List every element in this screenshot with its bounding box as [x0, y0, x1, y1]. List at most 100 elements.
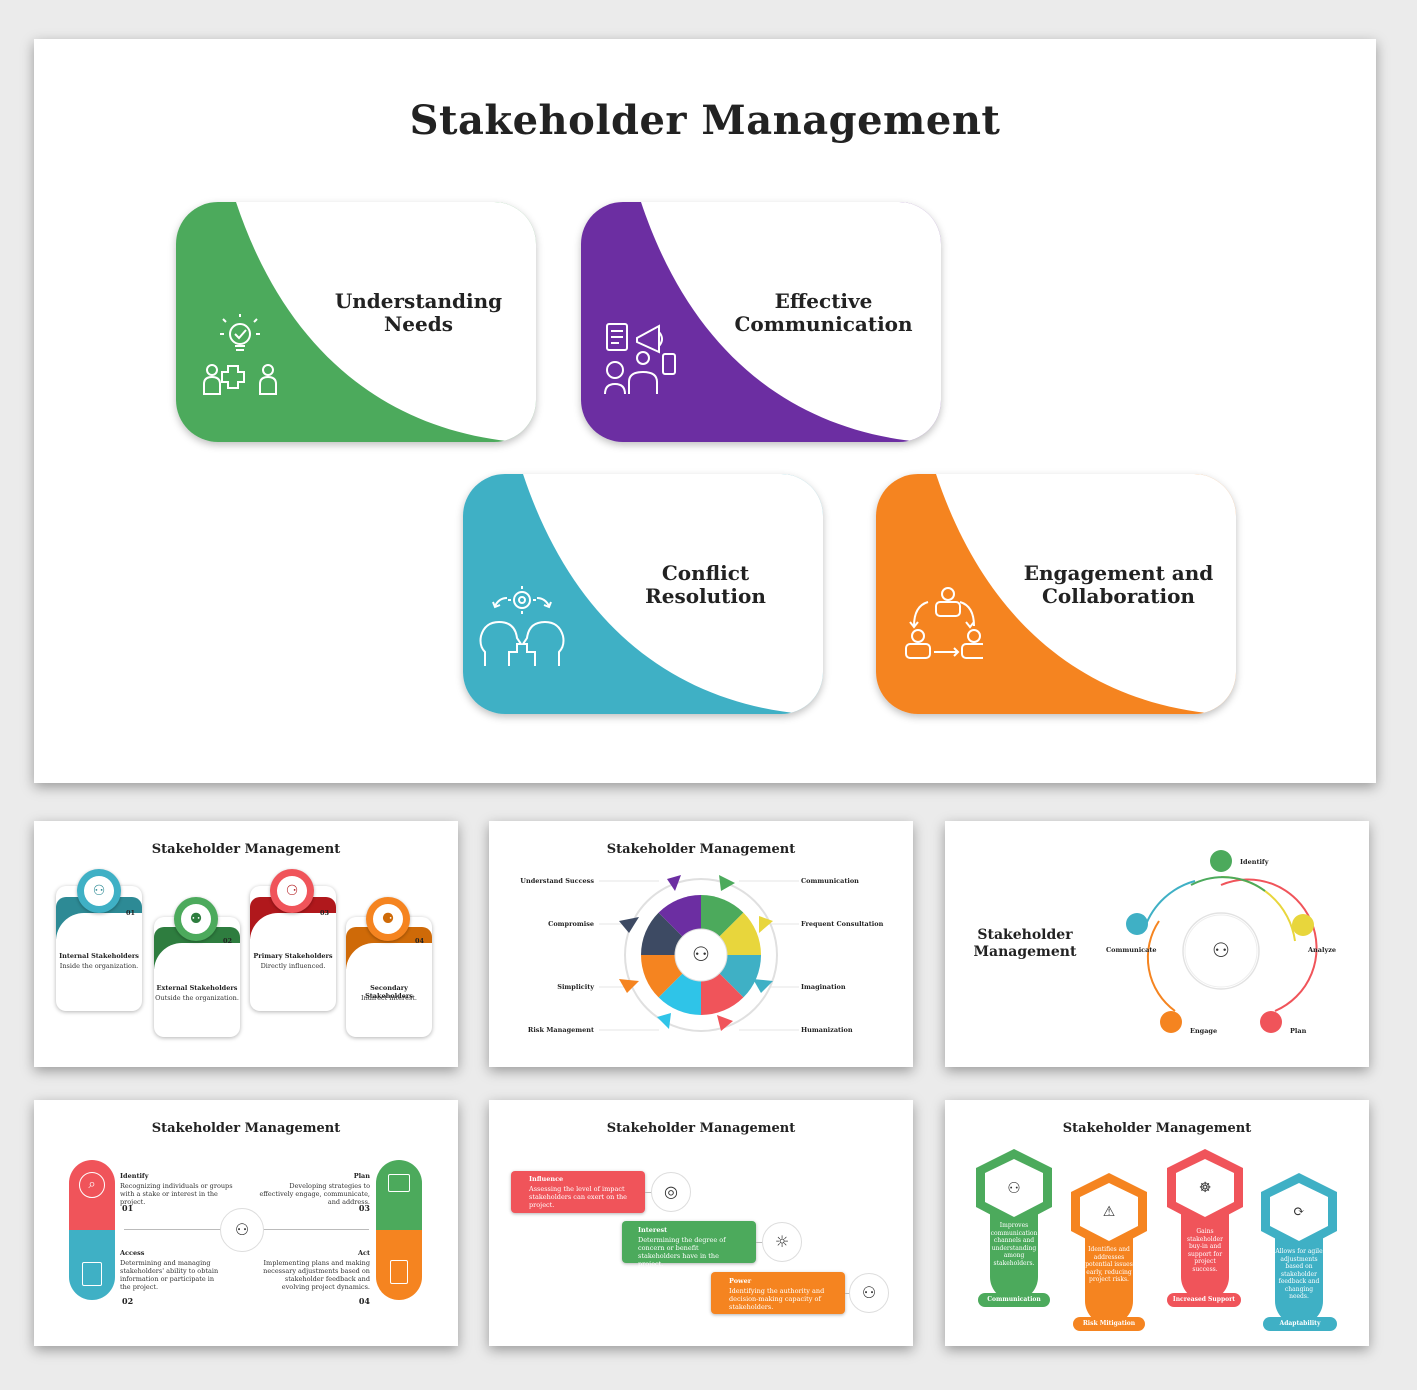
- principles-wheel: [599, 875, 799, 1032]
- support-hand-icon: ☸: [1198, 1180, 1212, 1196]
- card-bg: [463, 474, 823, 714]
- network-icon: ⚇: [84, 876, 114, 906]
- card-number: 03: [320, 909, 330, 917]
- principle-label-left: Simplicity: [557, 983, 594, 991]
- card-tab-cover: [250, 913, 336, 941]
- card-title: Understanding Needs: [306, 290, 531, 336]
- card-understanding-needs: Understanding Needs: [176, 202, 536, 442]
- card-desc: Directly influenced.: [260, 962, 326, 970]
- adapt-cycle-icon: ⟳: [1293, 1204, 1305, 1220]
- thumb-stakeholder-types: Stakeholder Management ⚇ 01 Internal Sta…: [34, 821, 458, 1067]
- card-title: Conflict Resolution: [593, 562, 818, 608]
- thumb-title: Stakeholder Management: [151, 1121, 341, 1136]
- interest-icon: ☼: [762, 1222, 802, 1262]
- card-title: External Stakeholders: [156, 984, 238, 992]
- card-bg: [581, 202, 941, 442]
- card-tab-cover: [154, 943, 240, 971]
- card-desc: Indirect interest.: [361, 994, 417, 1002]
- principle-label-right: Communication: [801, 877, 859, 885]
- collaboration-cycle-icon: [905, 587, 983, 659]
- fingerprint-icon: ◎: [651, 1172, 691, 1212]
- arrow-markers: [619, 875, 773, 1031]
- stakeholder-network-icon: ⚇: [692, 942, 710, 966]
- interest-box: [622, 1221, 756, 1263]
- label-identify: Identify: [1240, 858, 1269, 866]
- benefit-desc: Improves communication channels and unde…: [990, 1222, 1038, 1267]
- title-line1: Stakeholder: [977, 927, 1073, 943]
- card-bg: [176, 202, 536, 442]
- principle-label-right: Imagination: [801, 983, 846, 991]
- benefit-desc: Allows for agile adjustments based on st…: [1275, 1248, 1323, 1300]
- identify-number: 01: [122, 1203, 134, 1213]
- card-title-line2: Resolution: [645, 584, 766, 608]
- pill-access: [69, 1230, 115, 1300]
- stakeholder-network-icon: ⚇: [1212, 938, 1230, 962]
- card-title-line2: Needs: [384, 312, 453, 336]
- interest-title: Interest: [638, 1226, 668, 1234]
- people-icon: ⚉: [181, 904, 211, 934]
- card-tab-cover: [346, 943, 432, 971]
- identify-title: Identify: [120, 1172, 149, 1180]
- influence-title: Influence: [529, 1175, 564, 1183]
- access-title: Access: [120, 1249, 145, 1257]
- card-conflict-resolution: Conflict Resolution: [463, 474, 823, 714]
- benefit-label: Risk Mitigation: [1082, 1320, 1136, 1327]
- network-icon: ⚇: [1007, 1179, 1021, 1197]
- label-communicate: Communicate: [1106, 946, 1157, 954]
- card-bg: [876, 474, 1236, 714]
- principle-label-left: Understand Success: [520, 877, 594, 885]
- benefit-label: Adaptability: [1279, 1320, 1321, 1327]
- center-hub: ⚇: [220, 1208, 264, 1252]
- thumb-principles-wheel: Stakeholder Management: [489, 821, 913, 1067]
- card-effective-communication: Effective Communication: [581, 202, 941, 442]
- power-connector: [845, 1293, 851, 1294]
- warning-shield-icon: ⚠: [1102, 1204, 1116, 1220]
- plan-title: Plan: [353, 1172, 370, 1180]
- monitor-icon: [388, 1174, 410, 1192]
- act-number: 04: [358, 1296, 370, 1306]
- influence-connector: [645, 1192, 655, 1193]
- group-icon: ⚈: [373, 904, 403, 934]
- card-title-line2: Collaboration: [1042, 584, 1195, 608]
- card-desc: Inside the organization.: [59, 962, 139, 970]
- identify-desc: Recognizing individuals or groups with a…: [120, 1182, 233, 1206]
- spiral-diagram: [1126, 850, 1318, 1033]
- card-number: 02: [223, 937, 233, 945]
- thumb-influence-interest-power: Stakeholder Management Influence Assessi…: [489, 1100, 913, 1346]
- act-title: Act: [357, 1249, 370, 1257]
- thumb-identify-plan-act: Stakeholder Management ⚇ ⌕ Identify Reco…: [34, 1100, 458, 1346]
- plan-number: 03: [358, 1203, 370, 1213]
- card-title-line1: Understanding: [334, 289, 503, 313]
- benefit-label: Increased Support: [1172, 1296, 1236, 1303]
- card-number: 01: [126, 909, 136, 917]
- benefit-desc: Identifies and addresses potential issue…: [1085, 1246, 1133, 1283]
- influence-desc: Assessing the level of impact stakeholde…: [529, 1185, 628, 1209]
- card-title: Effective Communication: [711, 290, 936, 336]
- thumb-process-spiral: Stakeholder Management ⚇ Identify Analyz…: [945, 821, 1369, 1067]
- document-icon: [82, 1262, 102, 1286]
- checklist-icon: [390, 1260, 408, 1284]
- thumb-title: Stakeholder Management: [151, 842, 341, 857]
- label-engage: Engage: [1190, 1027, 1218, 1035]
- pill-plan: [376, 1160, 422, 1230]
- card-title: Secondary Stakeholders: [365, 984, 413, 1000]
- principle-label-right: Frequent Consultation: [801, 920, 884, 928]
- influence-box: [511, 1171, 645, 1213]
- access-desc: Determining and managing stakeholders' a…: [120, 1259, 219, 1291]
- card-title-line1: Effective: [774, 289, 873, 313]
- principle-label-right: Humanization: [801, 1026, 853, 1034]
- plan-desc: Developing strategies to effectively eng…: [259, 1182, 370, 1206]
- card-title: Primary Stakeholders: [253, 952, 333, 960]
- benefit-shapes: [976, 1149, 1337, 1331]
- card-title: Internal Stakeholders: [59, 952, 139, 960]
- power-box: [711, 1272, 845, 1314]
- org-chart-icon: ⚆: [277, 876, 307, 906]
- card-number: 04: [415, 937, 425, 945]
- card-desc: Outside the organization.: [155, 994, 239, 1002]
- thumb-title: Stakeholder Management: [606, 842, 796, 857]
- card-tab-cover: [56, 913, 142, 941]
- card-title-line1: Engagement and: [1023, 561, 1214, 585]
- principle-label-left: Compromise: [548, 920, 594, 928]
- benefit-label: Communication: [987, 1296, 1041, 1303]
- thumb-title: Stakeholder Management: [965, 927, 1085, 961]
